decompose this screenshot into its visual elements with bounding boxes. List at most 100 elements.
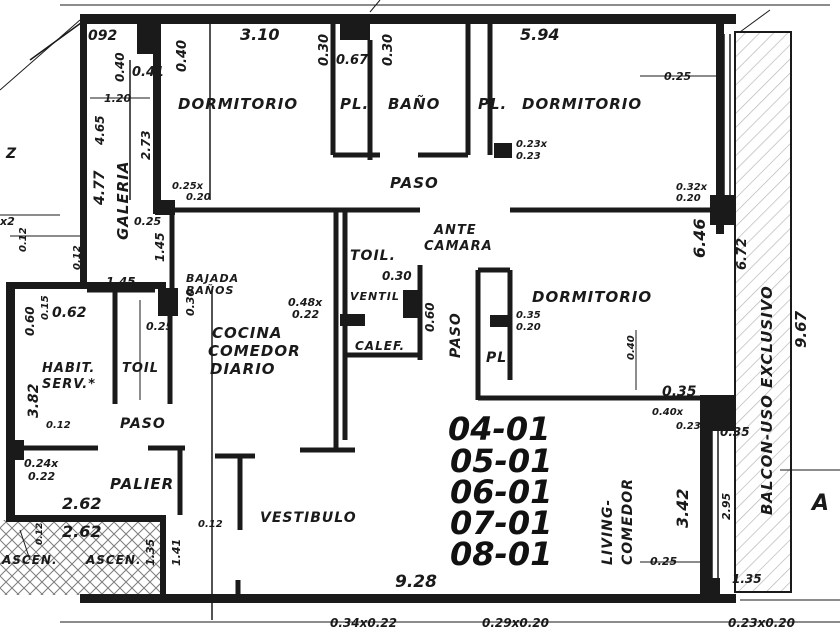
unit-numbers: 04-01 05-01 06-01 07-01 08-01 (448, 410, 552, 573)
room-paso-upper: PASO (390, 174, 439, 192)
dim-label: 0.30 (184, 289, 197, 316)
dim-label: 0.35 (720, 425, 750, 439)
elevator-hatch (0, 520, 165, 595)
dim-label: 0.12 (198, 519, 223, 530)
room-ventil: VENTIL (350, 290, 400, 303)
dim-label: 0.25x (172, 181, 204, 192)
dim-label: 0.12 (72, 245, 83, 270)
dim-label: 6.46 (690, 219, 709, 258)
dim-label: 4.65 (93, 115, 107, 146)
unit-number: 04-01 (448, 410, 550, 448)
dim-label: 3.82 (26, 383, 42, 418)
dim-label: 0.40x (652, 407, 684, 418)
room-paso-vertical: PASO (448, 312, 464, 358)
room-bano: BAÑO (388, 94, 440, 113)
dim-label: 0.23x0.20 (728, 616, 795, 630)
thin-lines (29, 19, 731, 620)
dim-label: 0.30 (382, 269, 412, 283)
dim-label: 0.22 (292, 308, 319, 321)
dim-label: 5.94 (520, 25, 559, 44)
dim-label: x2 (0, 215, 15, 228)
room-cocina: COCINA (212, 324, 283, 342)
dim-label: 0.12 (18, 227, 29, 252)
dim-label: 4.77 (92, 170, 108, 206)
dim-label: 0.25 (146, 320, 173, 333)
dim-label: 0.40 (113, 52, 127, 82)
room-dormitorio-2: DORMITORIO (522, 95, 642, 113)
dim-label: 0.40 (175, 40, 190, 72)
dim-label: 0.60 (423, 302, 437, 332)
dim-label: 3.42 (673, 489, 692, 528)
unit-number: 06-01 (450, 473, 552, 511)
dim-label: 0.23x (516, 139, 548, 150)
room-ascen-2: ASCEN. (85, 553, 142, 567)
dimension-labels: 092 3.10 0.30 0.30 5.94 0.40 0.40 0.41 0… (0, 25, 810, 630)
room-pl-1: PL. (340, 95, 369, 113)
dim-label: 0.20 (186, 192, 211, 203)
dim-label: 1.41 (170, 539, 183, 566)
dim-label: 1.45 (106, 275, 136, 289)
dim-label: 6.72 (735, 238, 750, 270)
dim-label: 0.20 (516, 322, 541, 333)
room-toil-lower: TOIL (122, 361, 159, 376)
dim-label: 0.15 (40, 295, 51, 320)
dim-label: 9.28 (395, 572, 437, 592)
dim-label: 0.12 (46, 420, 71, 431)
balcony-outline (734, 31, 792, 593)
room-banos: BAÑOS (186, 284, 234, 297)
interior-walls (22, 24, 716, 594)
mark-a: A (810, 491, 830, 516)
dim-label: 3.10 (240, 25, 279, 44)
room-comedor: COMEDOR (208, 342, 301, 360)
balcony-hatch (735, 32, 791, 592)
room-camara: CAMARA (424, 239, 493, 254)
room-ascen-1: ASCEN. (1, 553, 58, 567)
room-paso-lower: PASO (120, 416, 166, 432)
room-labels: DORMITORIO PL. BAÑO PL. DORMITORIO PASO … (1, 94, 830, 567)
room-dormitorio-3: DORMITORIO (532, 288, 652, 306)
room-dormitorio-1: DORMITORIO (178, 95, 298, 113)
dim-label: 0.30 (317, 34, 332, 66)
unit-number: 05-01 (450, 442, 552, 480)
room-vestibulo: VESTIBULO (260, 510, 357, 526)
room-calef: CALEF. (355, 339, 405, 353)
dim-label: 0.40 (626, 335, 637, 360)
room-ante: ANTE (433, 223, 477, 238)
dim-label: 2.73 (139, 130, 153, 160)
dim-label: 092 (88, 28, 117, 44)
dim-label: 1.45 (153, 232, 167, 262)
dim-label: 0.35 (516, 310, 541, 321)
room-galeria: GALERIA (114, 161, 132, 240)
unit-number: 08-01 (450, 535, 552, 573)
dim-label: 0.23 (676, 421, 701, 432)
dim-label: 0.29x0.20 (482, 616, 549, 630)
dim-label: 0.20 (676, 193, 701, 204)
dim-label: 0.24x (24, 457, 59, 470)
room-palier: PALIER (110, 475, 174, 493)
dim-label: 0.48x (288, 296, 323, 309)
guide-lines (0, 4, 840, 623)
unit-number: 07-01 (450, 504, 552, 542)
dim-label: 0.35 (662, 384, 697, 400)
dim-label: 0.62 (52, 305, 87, 321)
room-habit: HABIT. (42, 361, 95, 376)
dim-label: 1.35 (144, 539, 157, 566)
room-diario: DIARIO (210, 360, 276, 378)
dim-label: 0.60 (23, 306, 37, 336)
dimension-arrows (10, 0, 771, 563)
dim-label: 0.67 (336, 53, 369, 68)
room-comedor-living: COMEDOR (620, 478, 636, 565)
mark-z: Z (5, 146, 17, 162)
dim-label: 0.30 (381, 34, 396, 66)
dim-label: 9.67 (792, 310, 810, 348)
room-toil-upper: TOIL. (350, 248, 396, 264)
room-serv: SERV.* (42, 377, 96, 392)
dim-label: 2.62 (62, 522, 101, 541)
room-pl-2: PL. (478, 95, 507, 113)
dim-label: 0.41 (132, 65, 164, 80)
room-balcon: BALCON-USO EXCLUSIVO (758, 285, 776, 515)
room-bajada: BAJADA (186, 272, 239, 285)
dim-label: 0.22 (28, 470, 55, 483)
dim-label: 0.23 (516, 151, 541, 162)
